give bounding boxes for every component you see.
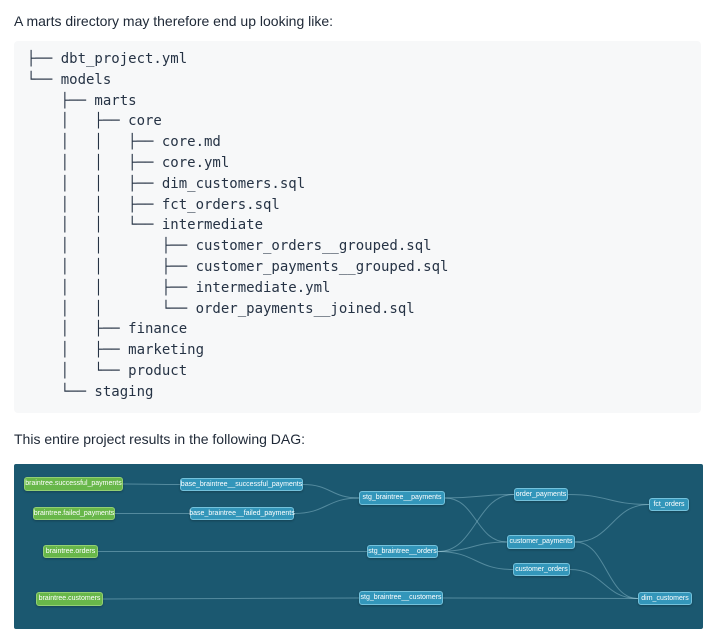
dag-node-fct_orders: fct_orders: [649, 497, 689, 511]
dag-edge-stg_braintree_orders-customer_orders: [437, 550, 514, 570]
dag-figure: braintree.successful_payments base_braint…: [14, 463, 703, 629]
dag-node-order_payments: order_payments: [514, 487, 568, 501]
dag-node-stg_braintree_orders: stg_braintree__orders: [367, 544, 438, 558]
directory-tree: ├── dbt_project.yml └── models ├── marts…: [14, 41, 701, 413]
dag-intro-text: This entire project results in the follo…: [14, 430, 306, 447]
dag-edge-stg_braintree_orders-order_payments: [437, 493, 515, 552]
dag-edges: [98, 483, 650, 600]
dag-node-braintree_failed_payments: braintree.failed_payments: [33, 506, 115, 520]
dag-edge-base_braintree_failed_payments-stg_braintree_payments: [293, 497, 360, 514]
dag-edge-order_payments-fct_orders: [567, 493, 650, 505]
dag-edge-base_braintree_successful_payments-stg_braintree_payments: [302, 483, 360, 499]
dag-node-base_braintree_failed_payments: base_braintree__failed_payments: [189, 506, 295, 520]
dag-node-customer_payments: customer_payments: [507, 534, 575, 549]
dag-node-dim_customers: dim_customers: [638, 591, 692, 605]
dag-node-braintree_customers: braintree.customers: [36, 591, 103, 606]
dag-edge-customer_payments-dim_customers: [574, 541, 639, 599]
intro-text: A marts directory may therefore end up l…: [14, 13, 334, 29]
dag-edge-stg_braintree_payments-order_payments: [444, 493, 515, 499]
dag-node-stg_braintree_payments: stg_braintree__payments: [359, 490, 445, 505]
dag-edge-stg_braintree_customers-dim_customers: [442, 597, 639, 599]
dag-node-base_braintree_successful_payments: base_braintree__successful_payments: [180, 477, 303, 491]
dag-edge-stg_braintree_orders-customer_payments: [437, 541, 508, 552]
dag-node-customer_orders: customer_orders: [513, 562, 570, 576]
dag-edge-stg_braintree_payments-customer_payments: [444, 497, 508, 543]
dag-node-stg_braintree_customers: stg_braintree__customers: [359, 590, 443, 605]
dag-edge-customer_orders-dim_customers: [569, 568, 639, 599]
dag-edge-customer_payments-fct_orders: [574, 503, 650, 543]
dag-edge-braintree_successful_payments-base_braintree_successful_payments: [122, 483, 181, 485]
dag-node-braintree_successful_payments: braintree.successful_payments: [24, 476, 123, 491]
dag-node-braintree_orders: braintree.orders: [43, 544, 98, 558]
dag-edge-braintree_customers-stg_braintree_customers: [102, 597, 360, 600]
